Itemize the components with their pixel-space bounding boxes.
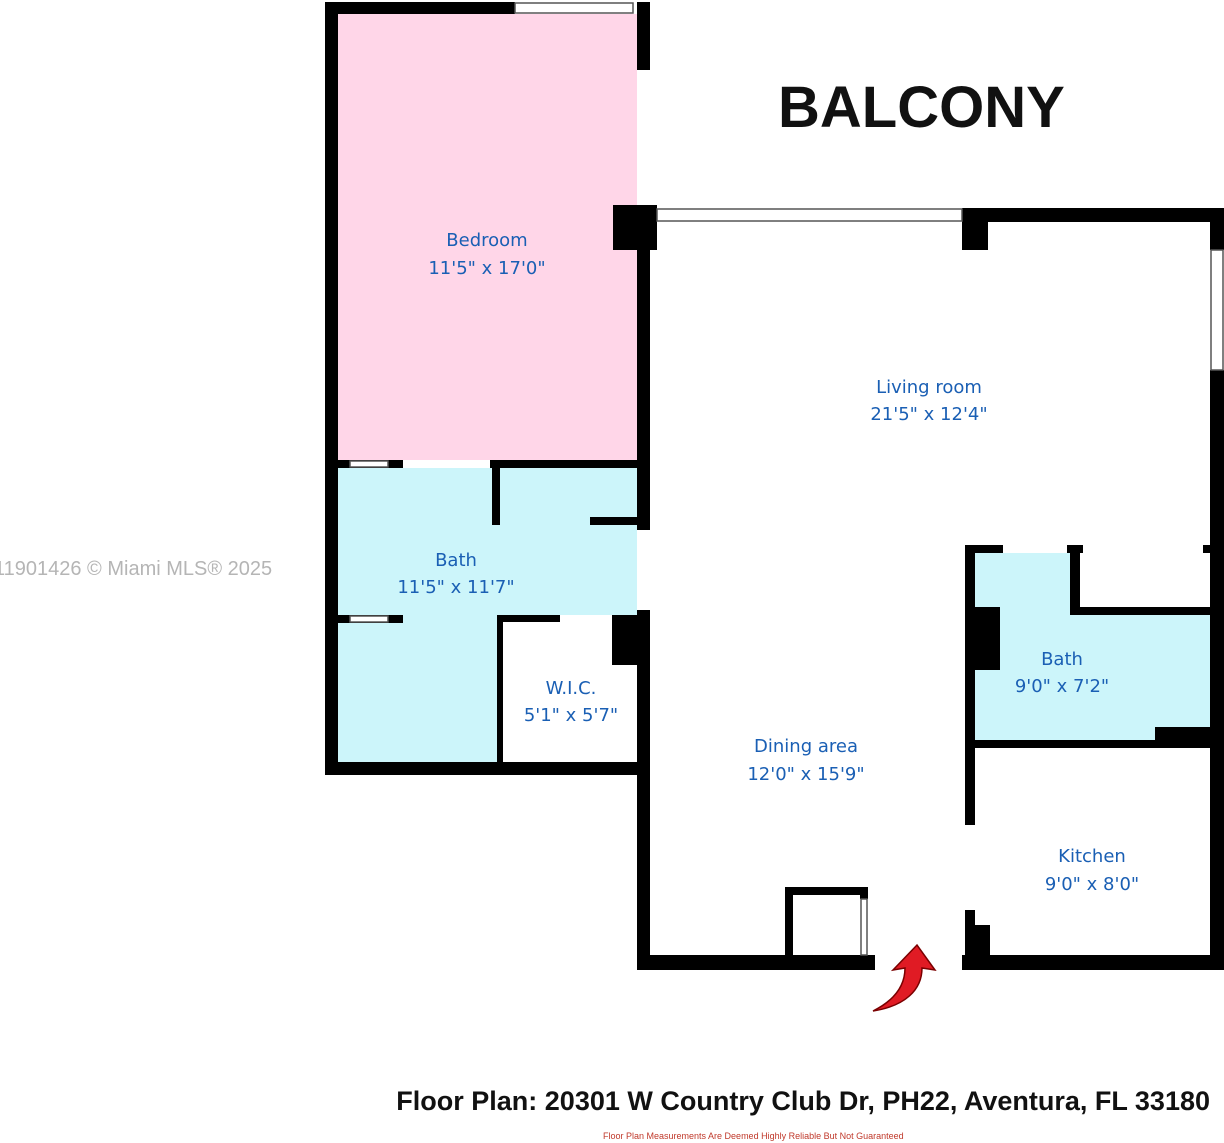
svg-text:Living room: Living room xyxy=(876,377,982,398)
svg-text:Bedroom: Bedroom xyxy=(446,230,527,251)
svg-text:Kitchen: Kitchen xyxy=(1058,846,1126,867)
balcony-label: BALCONY xyxy=(778,75,1065,140)
room-dining: Dining area 12'0" x 15'9" xyxy=(747,736,864,785)
room-kitchen: Kitchen 9'0" x 8'0" xyxy=(1045,846,1139,895)
svg-text:Dining area: Dining area xyxy=(754,736,858,757)
windows xyxy=(349,2,1224,956)
room-living: Living room 21'5" x 12'4" xyxy=(870,377,987,425)
walls xyxy=(325,2,1224,970)
svg-text:W.I.C.: W.I.C. xyxy=(546,678,597,699)
bath-1-fill xyxy=(338,468,637,762)
room-bath-2: Bath 9'0" x 7'2" xyxy=(1015,649,1109,697)
svg-text:Bath: Bath xyxy=(435,550,477,571)
room-wic: W.I.C. 5'1" x 5'7" xyxy=(524,678,618,726)
svg-text:Bath: Bath xyxy=(1041,649,1083,670)
svg-text:9'0" x 8'0": 9'0" x 8'0" xyxy=(1045,874,1139,895)
watermark: 11901426 © Miami MLS® 2025 xyxy=(0,558,273,580)
svg-text:21'5" x 12'4": 21'5" x 12'4" xyxy=(870,404,987,425)
entry-arrow-icon xyxy=(872,943,937,1012)
disclaimer: Floor Plan Measurements Are Deemed Highl… xyxy=(603,1131,904,1141)
svg-text:11'5" x 11'7": 11'5" x 11'7" xyxy=(397,577,514,598)
svg-text:11'5" x 17'0": 11'5" x 17'0" xyxy=(428,258,545,279)
floor-plan-title: Floor Plan: 20301 W Country Club Dr, PH2… xyxy=(396,1086,1210,1116)
bedroom-fill xyxy=(338,14,637,460)
room-bedroom: Bedroom 11'5" x 17'0" xyxy=(428,230,545,279)
svg-text:5'1" x 5'7": 5'1" x 5'7" xyxy=(524,705,618,726)
svg-text:9'0" x 7'2": 9'0" x 7'2" xyxy=(1015,676,1109,697)
svg-text:12'0" x 15'9": 12'0" x 15'9" xyxy=(747,764,864,785)
room-bath-1: Bath 11'5" x 11'7" xyxy=(397,550,514,598)
